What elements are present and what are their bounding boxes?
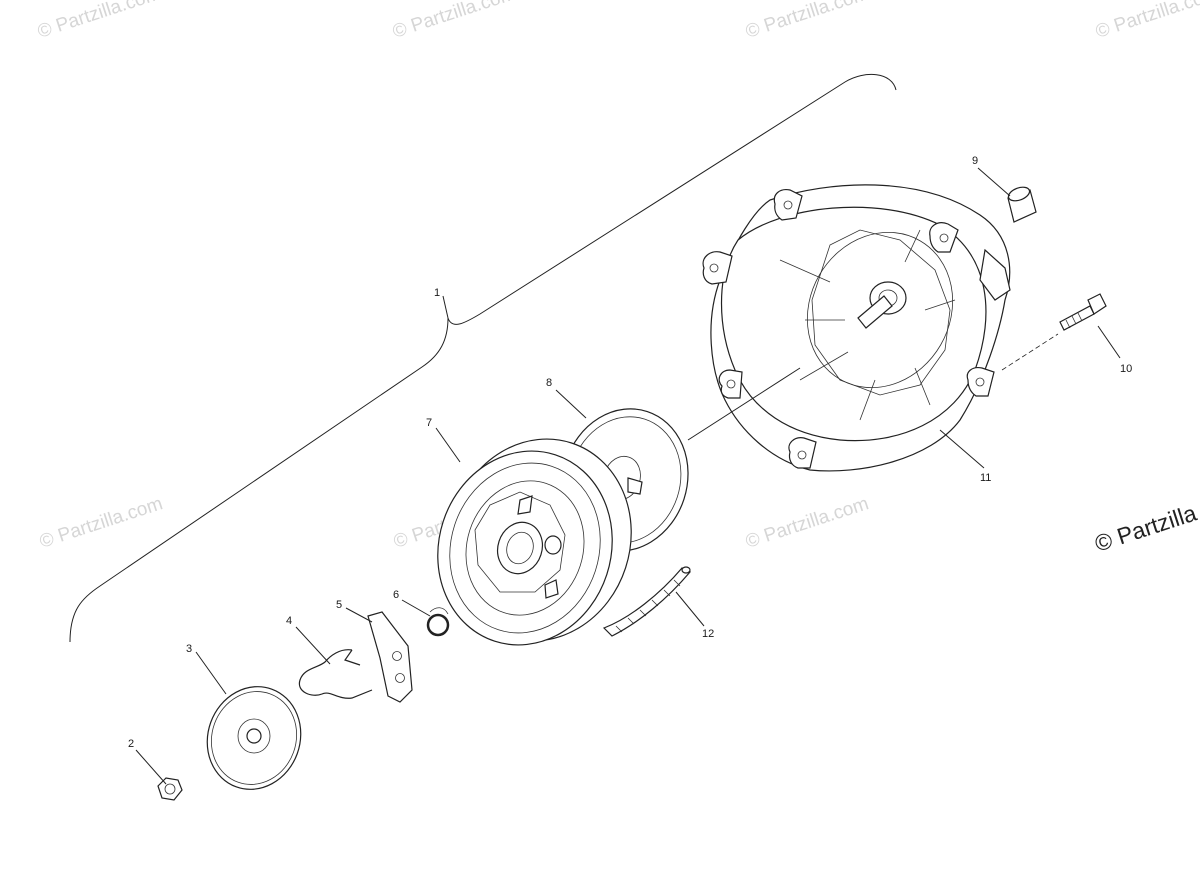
watermark: © Partzilla.com (1093, 0, 1200, 43)
callout-4: 4 (286, 615, 292, 627)
callout-labels: 1 2 3 4 5 6 7 8 9 10 11 12 (128, 155, 1132, 750)
callout-1: 1 (434, 287, 440, 299)
bushing (1007, 186, 1037, 223)
ratchet-pawl (367, 611, 413, 703)
callout-3: 3 (186, 643, 192, 655)
callout-12: 12 (702, 628, 714, 640)
callout-5: 5 (336, 599, 342, 611)
callout-2: 2 (128, 738, 134, 750)
mounting-bolt (1059, 293, 1107, 331)
callout-7: 7 (426, 417, 432, 429)
watermark: © Partzilla.com (743, 493, 871, 553)
callout-10: 10 (1120, 363, 1132, 375)
watermark: © Partzilla.com (37, 493, 165, 553)
spring-clip (426, 607, 450, 637)
recoil-pulley (437, 438, 632, 646)
watermark: © Partzilla.com (390, 0, 518, 43)
watermark: © Partzilla.com (35, 0, 163, 43)
assembly-bracket (69, 73, 897, 643)
hex-nut (157, 777, 183, 801)
friction-plate (206, 686, 302, 790)
leader-lines (135, 167, 1121, 785)
callout-11: 11 (980, 472, 991, 484)
recoil-housing (702, 184, 1011, 472)
watermark-strong: © Partzilla (1092, 499, 1200, 556)
watermark: © Partzilla.com (743, 0, 871, 43)
starter-rope (602, 566, 691, 637)
friction-spring (298, 649, 373, 699)
callout-6: 6 (393, 589, 399, 601)
callout-9: 9 (972, 155, 978, 167)
callout-8: 8 (546, 377, 552, 389)
